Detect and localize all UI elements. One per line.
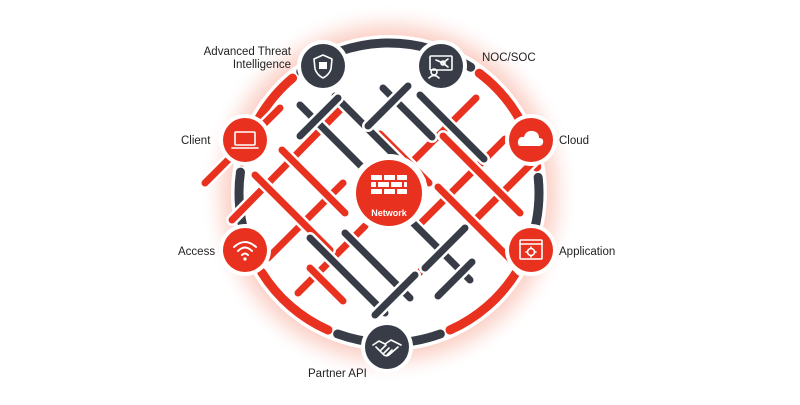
node-disc bbox=[365, 325, 409, 369]
weave-bar-23 bbox=[421, 224, 469, 272]
node-label-noc-soc: NOC/SOC bbox=[482, 52, 536, 64]
node-label-ati-line1: Advanced Threat bbox=[203, 46, 291, 58]
node-label-advanced-threat-intelligence: Advanced Threat Intelligence bbox=[186, 46, 291, 72]
weave-bar-21 bbox=[296, 94, 342, 140]
app-window-gear-icon bbox=[519, 239, 543, 260]
weave-bar-4 bbox=[408, 94, 480, 166]
node-label-access: Access bbox=[178, 246, 216, 258]
node-disc bbox=[223, 228, 267, 272]
cloud-icon bbox=[517, 130, 544, 146]
weave-bar-18 bbox=[306, 234, 389, 317]
node-cloud[interactable] bbox=[505, 114, 557, 166]
ring-arc-2 bbox=[445, 267, 521, 335]
network-hub[interactable] bbox=[350, 154, 428, 232]
weave-bar-17 bbox=[416, 91, 488, 163]
weave-bar-24 bbox=[434, 258, 476, 300]
node-wifi[interactable] bbox=[219, 224, 271, 276]
node-label-ati-line2: Intelligence bbox=[232, 59, 291, 71]
node-disc bbox=[223, 118, 267, 162]
laptop-icon bbox=[231, 131, 259, 149]
network-hub-label: Network bbox=[371, 208, 407, 218]
node-monitor-network[interactable] bbox=[415, 40, 467, 92]
node-circles bbox=[219, 40, 557, 373]
node-handshake[interactable] bbox=[361, 321, 413, 373]
node-disc bbox=[509, 228, 553, 272]
node-label-client: Client bbox=[181, 135, 211, 147]
monitor-network-icon bbox=[428, 55, 453, 79]
weave-bar-9 bbox=[278, 146, 349, 217]
weave-bar-5 bbox=[414, 135, 509, 230]
weave-bar-25 bbox=[371, 271, 419, 319]
node-laptop[interactable] bbox=[219, 114, 271, 166]
weave-bar-22 bbox=[364, 82, 412, 130]
shield-chip-icon bbox=[313, 54, 333, 79]
node-label-cloud: Cloud bbox=[559, 135, 590, 147]
node-shield-chip[interactable] bbox=[297, 40, 349, 92]
handshake-icon bbox=[372, 339, 402, 357]
node-disc bbox=[419, 44, 463, 88]
node-label-partner-api: Partner API bbox=[308, 368, 367, 380]
node-label-application: Application bbox=[559, 246, 616, 258]
wifi-icon bbox=[233, 241, 257, 261]
firewall-brick-icon bbox=[371, 175, 407, 194]
ring-arc-4 bbox=[257, 267, 333, 335]
weave-lattice bbox=[199, 80, 542, 321]
weave-bar-13 bbox=[306, 264, 347, 305]
node-app-window-gear[interactable] bbox=[505, 224, 557, 276]
weave-bar-11 bbox=[439, 132, 524, 217]
